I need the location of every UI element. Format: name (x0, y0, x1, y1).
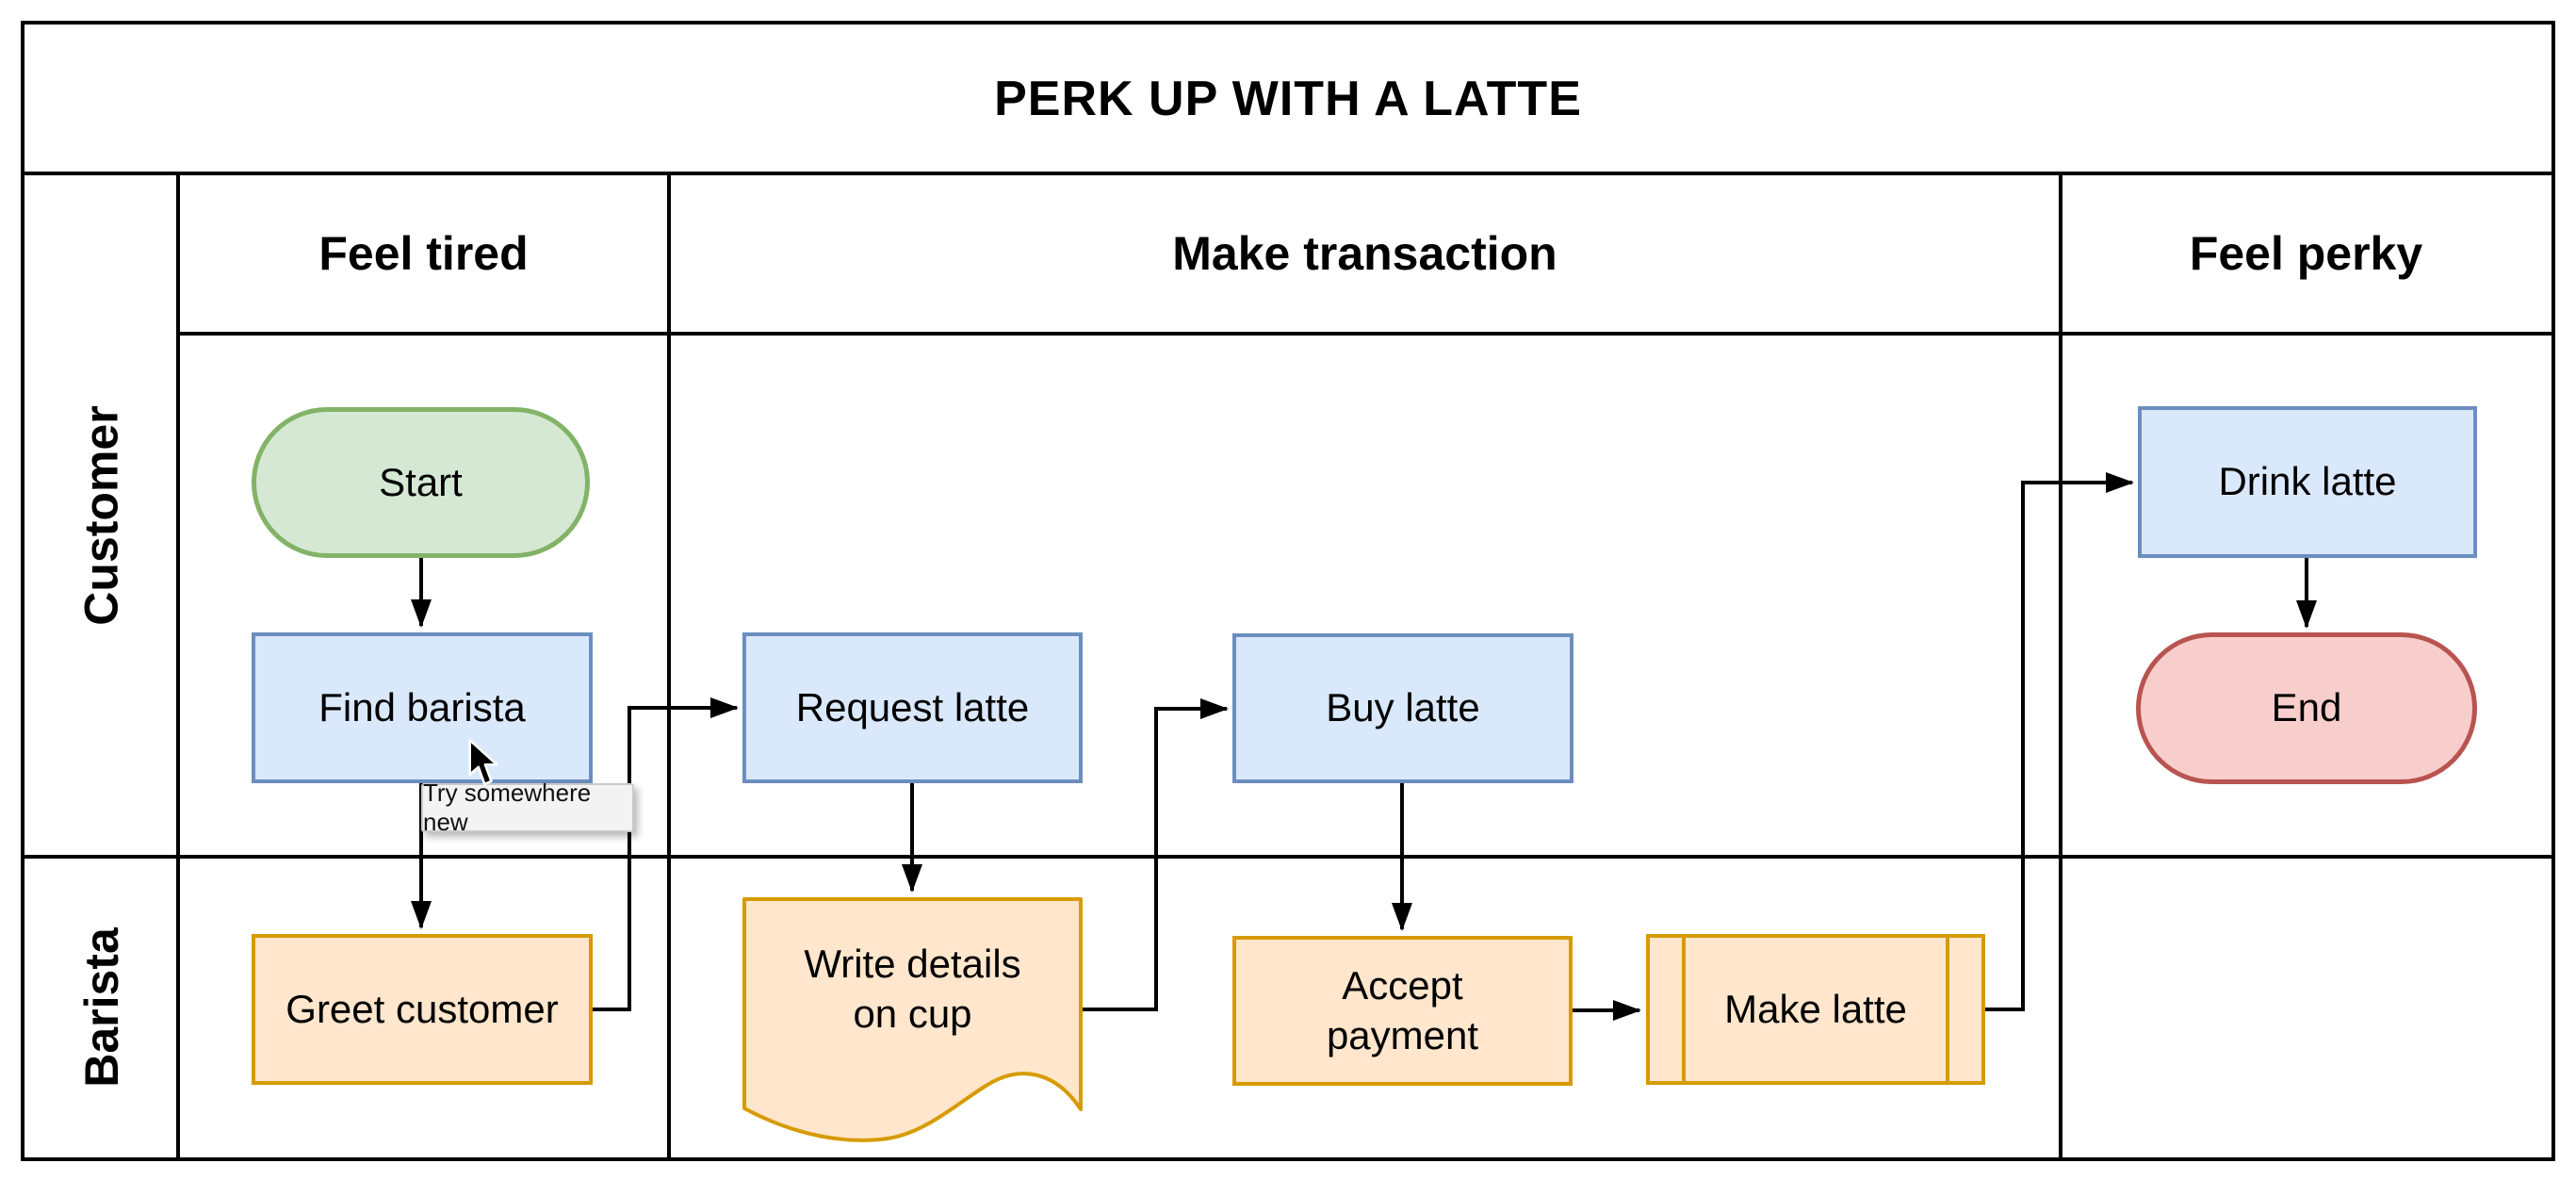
document-shape (742, 897, 1083, 1142)
node-accept-payment-label-line2: payment (1326, 1012, 1479, 1057)
node-greet-customer-label: Greet customer (285, 986, 559, 1031)
edge-make-latte-to-drink-latte[interactable] (1985, 472, 2134, 1011)
node-write-details-label: Write details on cup (742, 897, 1083, 1081)
node-request-latte-label: Request latte (795, 684, 1030, 729)
diagram-title: PERK UP WITH A LATTE (994, 72, 1582, 126)
node-find-barista[interactable]: Find barista (252, 632, 593, 783)
node-greet-customer[interactable]: Greet customer (252, 934, 593, 1085)
phase-header-feel-perky: Feel perky (2189, 227, 2423, 280)
node-write-details-label-line1: Write details (804, 942, 1021, 986)
predefined-process-right-bar (1946, 938, 1949, 1081)
node-buy-latte-label: Buy latte (1326, 685, 1480, 730)
node-write-details-label-line2: on cup (853, 991, 972, 1036)
mouse-cursor-icon (468, 739, 498, 786)
node-accept-payment-label-line1: Accept (1342, 963, 1463, 1008)
node-make-latte-label: Make latte (1724, 986, 1907, 1031)
edge-greet-customer-to-request-latte[interactable] (593, 697, 739, 1011)
node-end-label: End (2271, 685, 2342, 730)
predefined-process-left-bar (1682, 938, 1686, 1081)
node-make-latte[interactable]: Make latte (1646, 934, 1985, 1085)
connectors (411, 472, 2317, 1021)
phase-header-make-transaction: Make transaction (1172, 227, 1557, 280)
node-drink-latte[interactable]: Drink latte (2138, 406, 2477, 558)
diagram-overlay (24, 172, 2552, 1157)
tooltip-text: Try somewhere new (423, 778, 592, 836)
node-write-details-on-cup[interactable]: Write details on cup (742, 897, 1083, 1148)
node-accept-payment[interactable]: Accept payment (1232, 936, 1573, 1086)
node-start-label: Start (379, 459, 463, 504)
phase-header-feel-tired: Feel tired (318, 227, 529, 280)
node-drink-latte-label: Drink latte (2218, 459, 2397, 504)
node-start[interactable]: Start (252, 407, 590, 558)
node-request-latte[interactable]: Request latte (742, 632, 1083, 783)
grid-lines (24, 172, 2552, 1157)
node-end[interactable]: End (2136, 632, 2477, 784)
node-buy-latte[interactable]: Buy latte (1232, 633, 1573, 783)
tooltip: Try somewhere new (421, 778, 634, 836)
node-find-barista-label: Find barista (318, 684, 526, 729)
edge-write-details-to-buy-latte[interactable] (1083, 698, 1229, 1011)
swimlane-table: PERK UP WITH A LATTE Feel tired Make tra… (21, 21, 2555, 1161)
